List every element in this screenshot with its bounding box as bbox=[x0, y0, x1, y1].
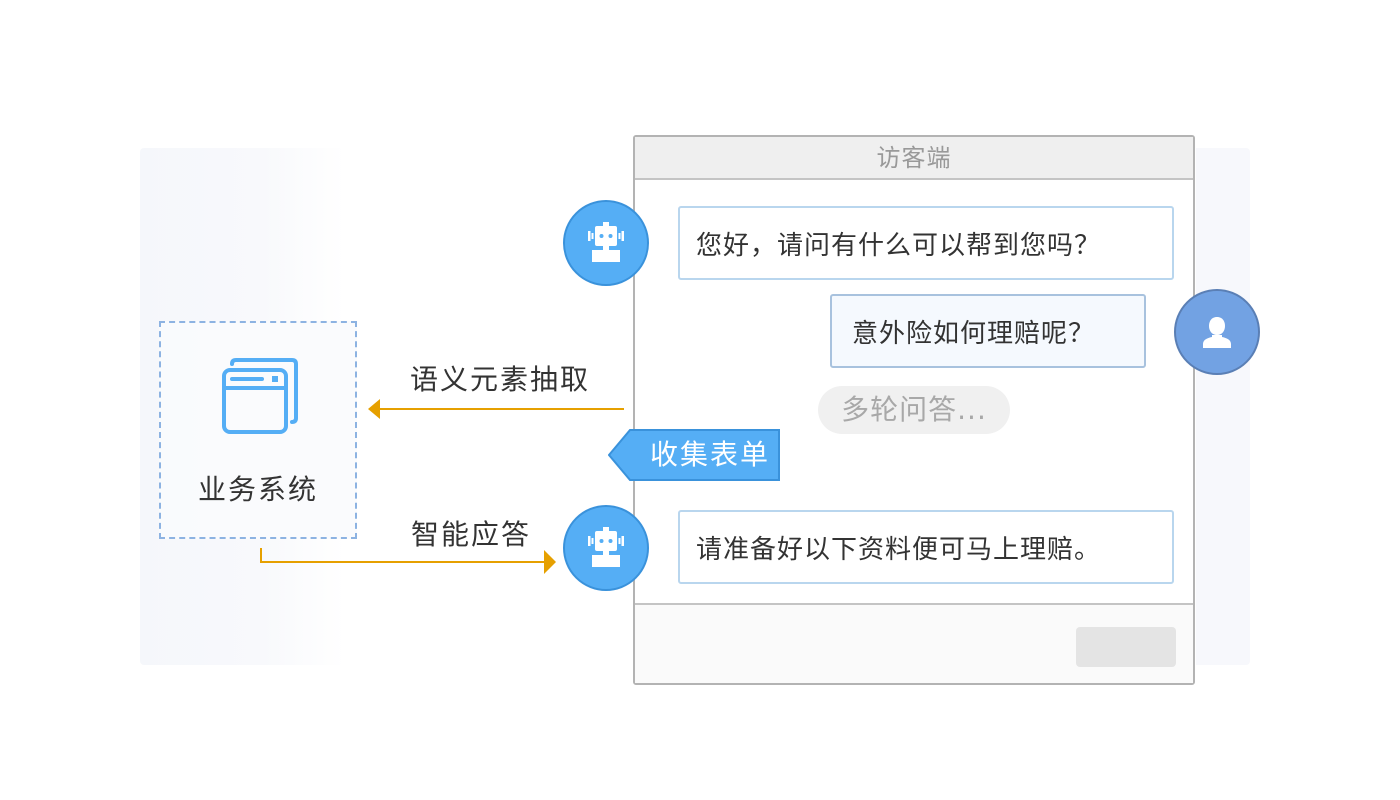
multi-turn-indicator: 多轮问答... bbox=[818, 386, 1010, 434]
robot-icon bbox=[588, 527, 624, 567]
chat-message-bot: 请准备好以下资料便可马上理赔。 bbox=[678, 510, 1174, 584]
bot-avatar bbox=[563, 200, 649, 286]
business-system-label: 业务系统 bbox=[197, 473, 318, 506]
chat-message-user: 意外险如何理赔呢？ bbox=[830, 294, 1146, 368]
user-icon bbox=[1203, 317, 1231, 348]
message-text: 请准备好以下资料便可马上理赔。 bbox=[696, 534, 1102, 565]
background-panel-right bbox=[1196, 148, 1250, 665]
robot-icon bbox=[588, 222, 624, 262]
bot-avatar bbox=[563, 505, 649, 591]
extract-label: 语义元素抽取 bbox=[410, 363, 591, 396]
message-text: 您好，请问有什么可以帮到您吗？ bbox=[696, 230, 1102, 261]
chat-message-bot: 您好，请问有什么可以帮到您吗？ bbox=[678, 206, 1174, 280]
send-button[interactable] bbox=[1076, 627, 1176, 667]
collect-form-label: 收集表单 bbox=[649, 438, 770, 471]
message-text: 意外险如何理赔呢？ bbox=[852, 318, 1096, 349]
chat-header: 访客端 bbox=[635, 137, 1193, 180]
browser-window-icon bbox=[220, 358, 298, 436]
extract-arrow bbox=[368, 399, 624, 419]
collect-form-tag bbox=[608, 429, 780, 481]
chat-input-area[interactable] bbox=[635, 603, 1193, 683]
user-avatar bbox=[1174, 289, 1260, 375]
answer-label: 智能应答 bbox=[411, 518, 532, 551]
